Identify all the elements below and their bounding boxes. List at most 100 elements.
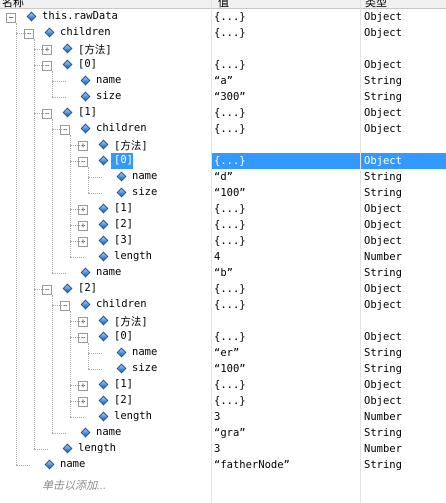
- expand-toggle[interactable]: +: [78, 237, 88, 247]
- field-value[interactable]: 3: [214, 443, 221, 455]
- collapse-toggle[interactable]: −: [42, 285, 52, 295]
- field-value[interactable]: [212, 313, 360, 329]
- collapse-toggle[interactable]: −: [42, 109, 52, 119]
- tree-row[interactable]: size“300”String: [0, 89, 446, 105]
- field-value[interactable]: {...}: [214, 107, 246, 119]
- field-name: [1]: [78, 106, 97, 118]
- field-value[interactable]: {...}: [214, 11, 246, 23]
- field-value[interactable]: {...}: [214, 331, 246, 343]
- field-value[interactable]: “fatherNode”: [214, 459, 290, 471]
- collapse-toggle[interactable]: −: [6, 13, 16, 23]
- tree-row[interactable]: +[2]{...}Object: [0, 217, 446, 233]
- collapse-toggle[interactable]: −: [24, 29, 34, 39]
- value-column-header[interactable]: 值: [218, 0, 229, 9]
- column-divider[interactable]: [211, 0, 212, 503]
- collapse-toggle[interactable]: −: [78, 157, 88, 167]
- tree-row[interactable]: +[方法]: [0, 313, 446, 329]
- type-column-header[interactable]: 类型: [365, 0, 387, 9]
- field-value[interactable]: {...}: [214, 123, 246, 135]
- tree-row[interactable]: name“b”String: [0, 265, 446, 281]
- field-icon: [100, 413, 107, 420]
- add-watch-row[interactable]: 单击以添加...: [42, 480, 107, 492]
- collapse-toggle[interactable]: −: [60, 125, 70, 135]
- tree-row[interactable]: −[0]{...}Object: [0, 329, 446, 345]
- field-value[interactable]: {...}: [214, 59, 246, 71]
- field-icon: [100, 157, 107, 164]
- collapse-toggle[interactable]: −: [42, 61, 52, 71]
- field-value[interactable]: “d”: [214, 171, 233, 183]
- tree-row[interactable]: +[1]{...}Object: [0, 377, 446, 393]
- field-icon: [100, 237, 107, 244]
- expand-toggle[interactable]: +: [78, 141, 88, 151]
- field-value[interactable]: “100”: [214, 187, 246, 199]
- field-icon: [118, 189, 125, 196]
- column-header: 名称 值 类型: [0, 0, 446, 9]
- field-value[interactable]: {...}: [212, 153, 360, 169]
- tree-connector: [88, 177, 102, 178]
- field-value[interactable]: {...}: [214, 395, 246, 407]
- collapse-toggle[interactable]: −: [60, 301, 70, 311]
- field-icon: [82, 301, 89, 308]
- field-value[interactable]: {...}: [214, 379, 246, 391]
- field-value[interactable]: “300”: [214, 91, 246, 103]
- tree-row[interactable]: size“100”String: [0, 361, 446, 377]
- field-value[interactable]: 3: [214, 411, 221, 423]
- field-value[interactable]: “a”: [214, 75, 233, 87]
- tree-connector: [70, 417, 84, 418]
- field-icon: [82, 77, 89, 84]
- field-icon: [64, 445, 71, 452]
- field-value[interactable]: {...}: [214, 203, 246, 215]
- tree-row[interactable]: +[2]{...}Object: [0, 393, 446, 409]
- tree-row[interactable]: + [方法]: [0, 41, 446, 57]
- tree-row[interactable]: name“er”String: [0, 345, 446, 361]
- tree-row[interactable]: name“gra”String: [0, 425, 446, 441]
- field-name: [0]: [114, 330, 133, 342]
- tree-row[interactable]: name“fatherNode”String: [0, 457, 446, 473]
- expand-toggle[interactable]: +: [42, 45, 52, 55]
- field-value[interactable]: [212, 137, 360, 153]
- tree-row[interactable]: −[0]{...}Object: [0, 57, 446, 73]
- tree-row[interactable]: size“100”String: [0, 185, 446, 201]
- field-value[interactable]: {...}: [214, 219, 246, 231]
- expand-toggle[interactable]: +: [78, 317, 88, 327]
- tree-row[interactable]: −[0]{...}Object: [0, 153, 446, 169]
- expand-toggle[interactable]: +: [78, 397, 88, 407]
- tree-row[interactable]: name“a”String: [0, 73, 446, 89]
- field-value[interactable]: “er”: [214, 347, 240, 359]
- tree-row[interactable]: name“d”String: [0, 169, 446, 185]
- field-value[interactable]: {...}: [214, 283, 246, 295]
- expand-toggle[interactable]: +: [78, 381, 88, 391]
- field-name: [2]: [78, 282, 97, 294]
- name-column-header[interactable]: 名称: [2, 0, 24, 9]
- tree-row[interactable]: −children{...}Object: [0, 297, 446, 313]
- collapse-toggle[interactable]: −: [78, 333, 88, 343]
- field-value[interactable]: {...}: [214, 299, 246, 311]
- field-name: [方法]: [78, 44, 112, 56]
- expand-toggle[interactable]: +: [78, 205, 88, 215]
- tree-row[interactable]: −this.rawData{...}Object: [0, 9, 446, 25]
- field-value[interactable]: “100”: [214, 363, 246, 375]
- tree-row[interactable]: −[1]{...}Object: [0, 105, 446, 121]
- field-value[interactable]: [212, 41, 360, 57]
- column-divider[interactable]: [360, 0, 361, 503]
- field-value[interactable]: “b”: [214, 267, 233, 279]
- tree-connector: [34, 65, 48, 66]
- tree-row[interactable]: +[1]{...}Object: [0, 201, 446, 217]
- tree-connector: [70, 311, 71, 417]
- field-value[interactable]: 4: [214, 251, 221, 263]
- tree-row[interactable]: +[方法]: [0, 137, 446, 153]
- field-value[interactable]: {...}: [214, 235, 246, 247]
- tree-row[interactable]: −children{...}Object: [0, 121, 446, 137]
- field-icon: [82, 93, 89, 100]
- tree-row[interactable]: −[2]{...}Object: [0, 281, 446, 297]
- field-value[interactable]: {...}: [214, 27, 246, 39]
- field-value[interactable]: “gra”: [214, 427, 246, 439]
- tree-row[interactable]: −children{...}Object: [0, 25, 446, 41]
- field-icon: [100, 221, 107, 228]
- tree-row[interactable]: +[3]{...}Object: [0, 233, 446, 249]
- field-icon: [64, 61, 71, 68]
- expand-toggle[interactable]: +: [78, 221, 88, 231]
